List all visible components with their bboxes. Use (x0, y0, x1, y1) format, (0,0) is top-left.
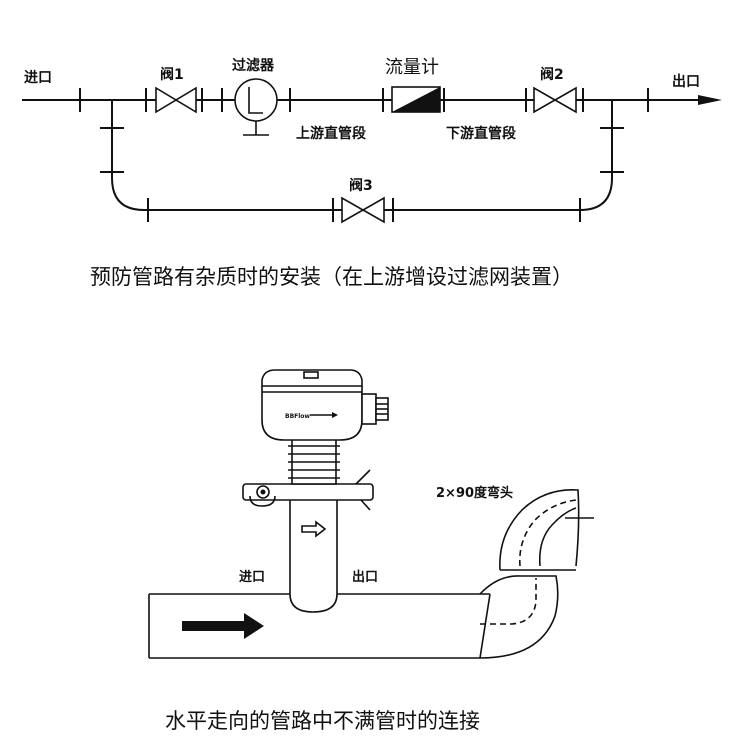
outlet-label-1: 出口 (672, 73, 700, 90)
valve1-symbol (155, 86, 197, 114)
outlet-arrow-head (698, 95, 722, 105)
meter-head (261, 369, 389, 441)
meter-brand-mark: BBFlow (285, 413, 310, 420)
valve1-label: 阀1 (160, 66, 184, 83)
caption-1: 预防管路有杂质时的安装（在上游增设过滤网装置） (90, 265, 573, 289)
valve2-label: 阀2 (540, 66, 564, 83)
partial-pipe-diagram (148, 369, 594, 659)
flow-direction-arrow (182, 613, 264, 639)
outlet-label-2: 出口 (352, 569, 378, 585)
flowmeter-label: 流量计 (385, 57, 439, 78)
bypass-piping-diagram (22, 78, 722, 224)
valve2-symbol (533, 86, 577, 114)
elbow-label: 2×90度弯头 (436, 485, 513, 501)
flowmeter-symbol (391, 86, 441, 113)
filter-label: 过滤器 (232, 57, 275, 74)
caption-2: 水平走向的管路中不满管时的连接 (165, 709, 480, 733)
mounting-clamp (242, 469, 374, 511)
inlet-label-1: 进口 (24, 70, 52, 86)
downstream-straight-pipe-label: 下游直管段 (446, 125, 516, 142)
filter-symbol (234, 78, 278, 136)
inlet-label-2: 进口 (239, 570, 265, 585)
meter-neck (288, 437, 340, 485)
valve3-label: 阀3 (349, 177, 373, 194)
meter-branch-pipe (289, 500, 338, 613)
valve3-symbol (341, 196, 385, 224)
upper-elbow (499, 489, 594, 571)
upstream-straight-pipe-label: 上游直管段 (296, 125, 366, 142)
lower-elbow (479, 575, 559, 659)
branch-flow-arrow (301, 520, 327, 538)
